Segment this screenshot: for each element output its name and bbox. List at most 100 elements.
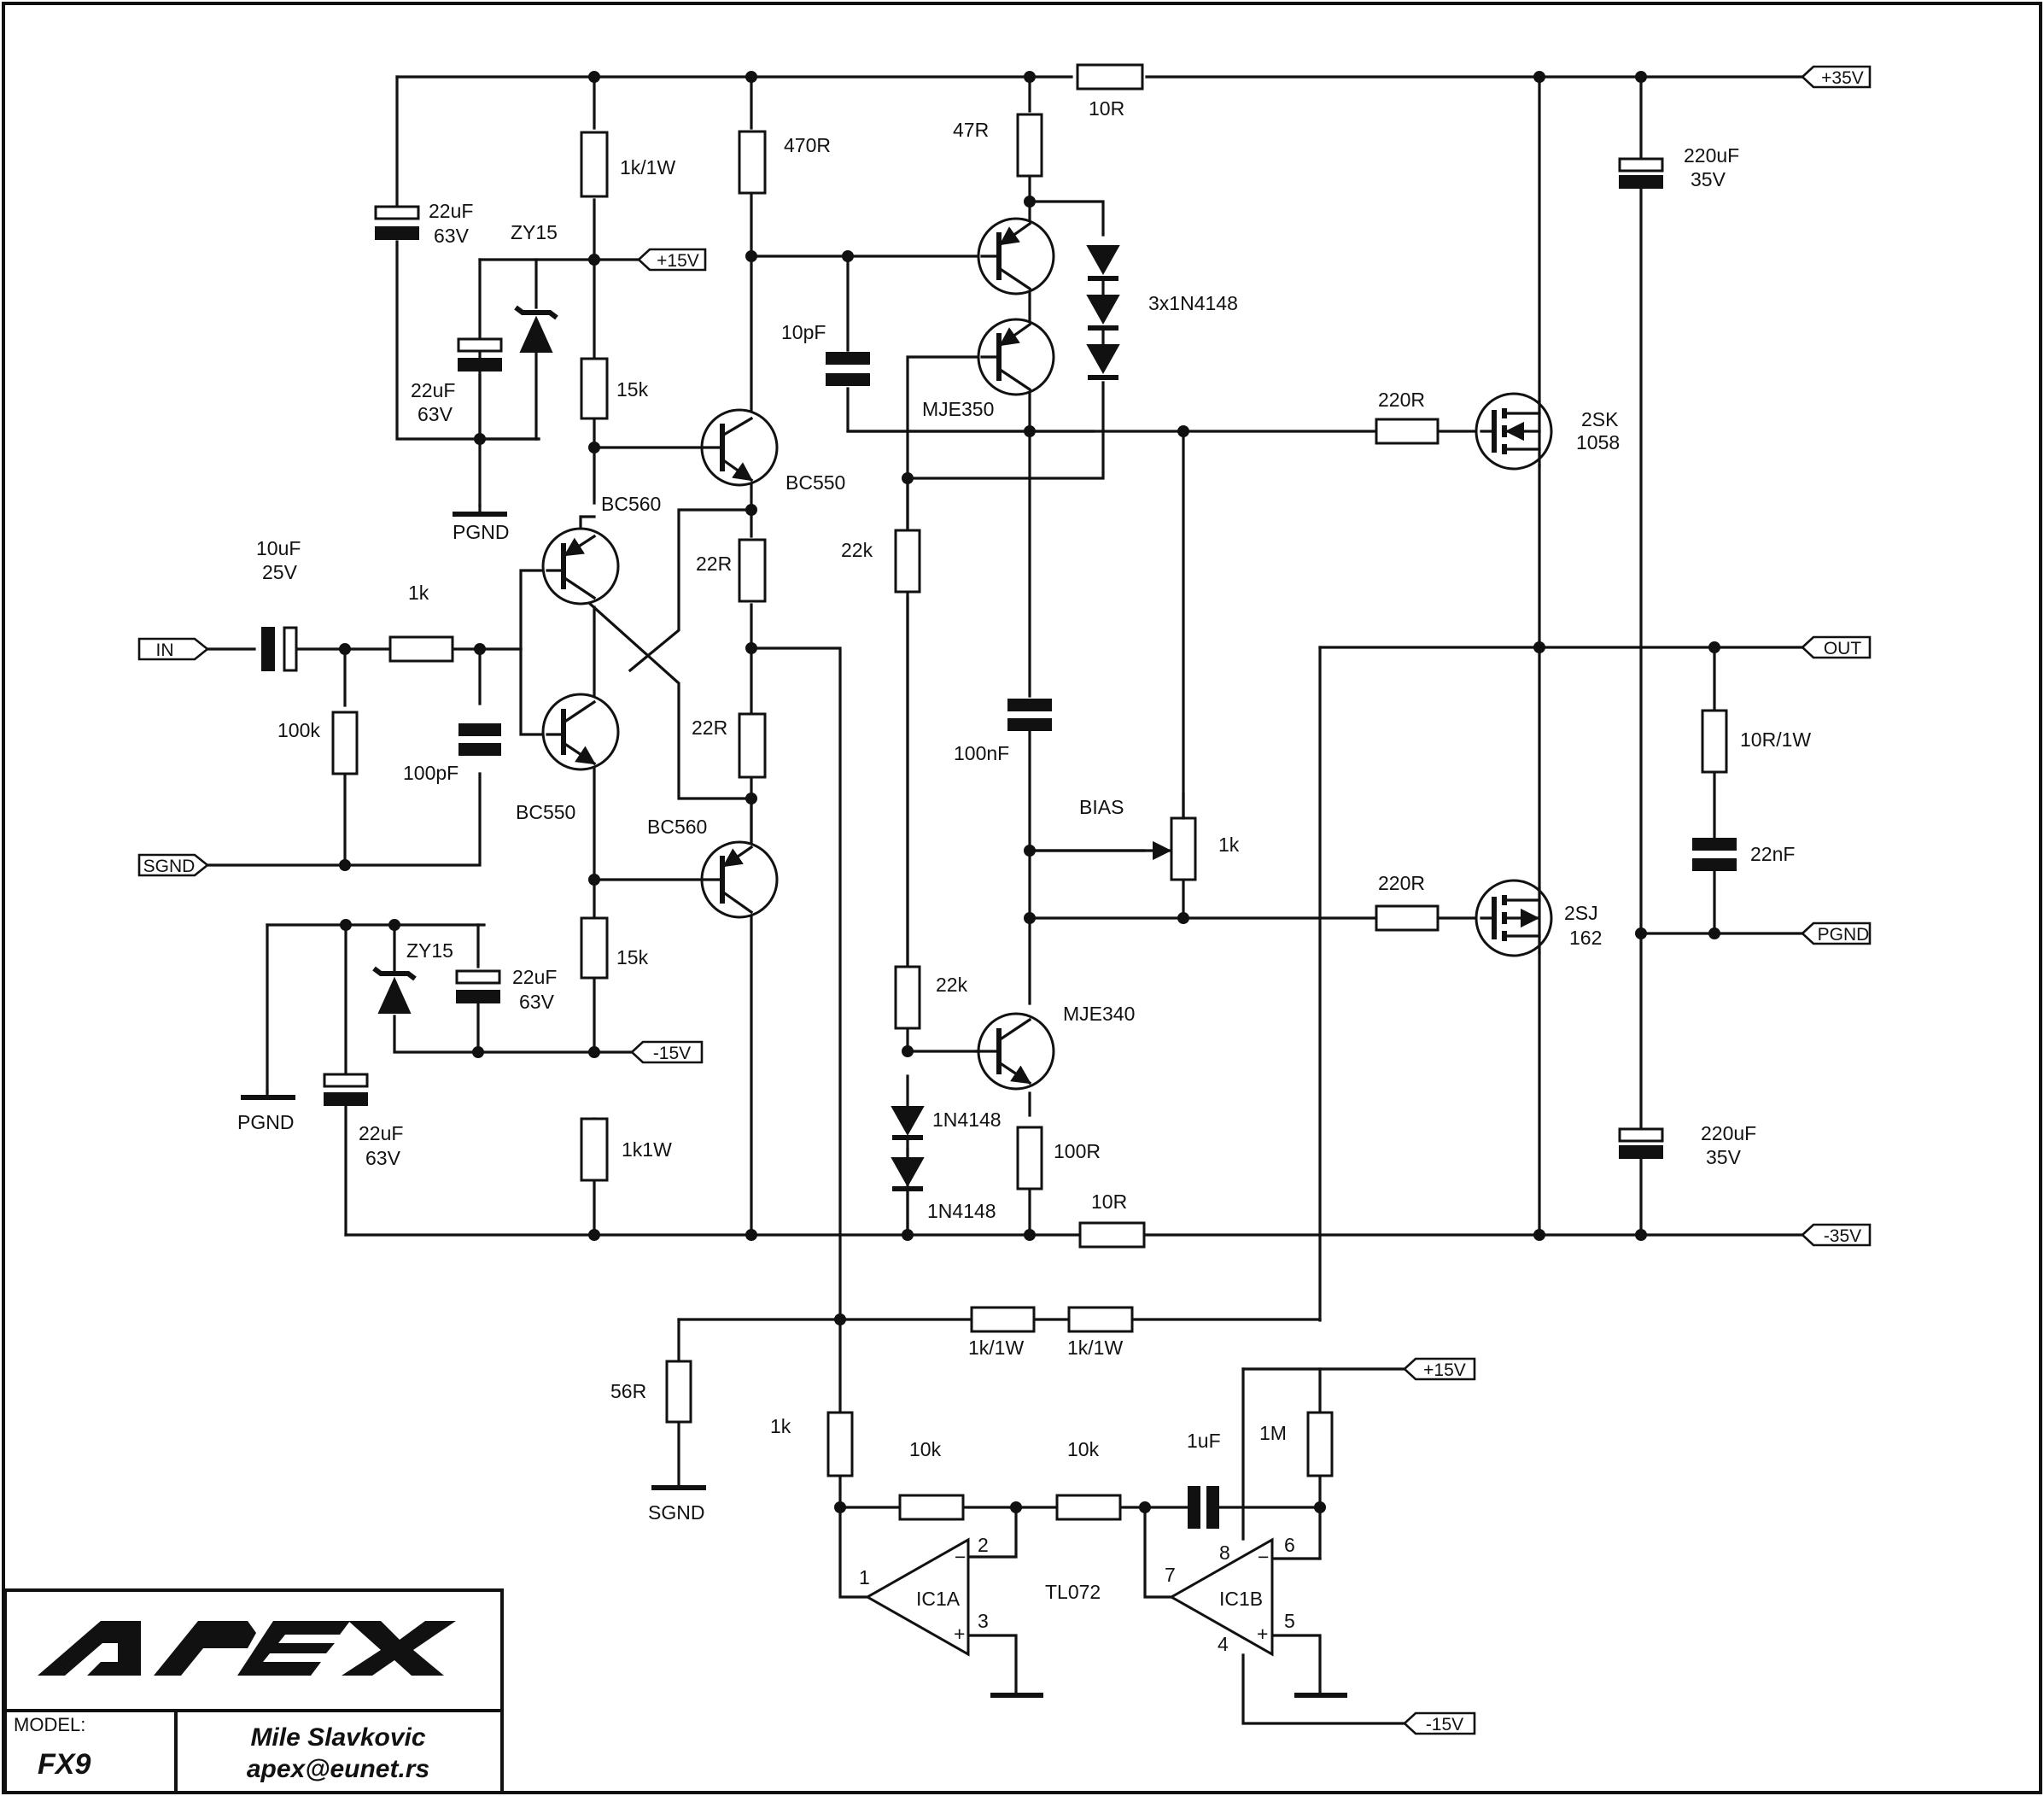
resistor-1k-1w: [580, 131, 609, 198]
label-bc550-q2: BC550: [516, 801, 575, 823]
resistor-1m: [1306, 1411, 1334, 1477]
resistor-15k-top: [580, 357, 609, 420]
pin-ic1b-6: 6: [1284, 1534, 1295, 1556]
pin-ic1b-7: 7: [1165, 1564, 1176, 1586]
label-pgnd-a: PGND: [453, 521, 509, 543]
pin-ic1a-3: 3: [978, 1610, 989, 1632]
capacitor-22uf-c: [455, 969, 501, 1003]
resistor-1k1w-fb-a: [970, 1306, 1036, 1333]
label-ic1a: IC1A: [916, 1588, 961, 1610]
label-c22u-c-v: 63V: [519, 991, 555, 1013]
label-c22n: 22nF: [1750, 843, 1795, 865]
label-cin: 10uF: [256, 537, 301, 559]
svg-text:SGND: SGND: [143, 857, 196, 876]
opamps: [864, 1537, 1274, 1657]
label-r47: 47R: [953, 119, 989, 141]
resistor-470r: [738, 130, 767, 195]
resistor-100r: [1016, 1126, 1043, 1191]
capacitor-22uf-d: [323, 1073, 369, 1106]
label-r1kw-b: 1k/1W: [1067, 1337, 1123, 1359]
diode-1n4148-a: [891, 1106, 925, 1137]
label-c10p: 10pF: [781, 321, 826, 343]
label-d1n-b: 1N4148: [927, 1200, 996, 1222]
label-r10-top: 10R: [1089, 97, 1124, 120]
title-block: MODEL: FX9 Mile Slavkovic apex@eunet.rs: [3, 1588, 504, 1794]
capacitor-10pf: [826, 352, 870, 386]
label-r100: 100R: [1054, 1140, 1101, 1162]
svg-text:PGND: PGND: [1818, 925, 1870, 945]
resistor-10k-a: [898, 1494, 965, 1521]
label-c220-a-v: 35V: [1691, 168, 1726, 190]
model-label: MODEL:: [14, 1714, 85, 1735]
label-c100p: 100pF: [403, 762, 458, 784]
port-neg35: -35V: [1801, 1223, 1872, 1247]
diode-1n4148-b: [891, 1157, 925, 1188]
opamp-ic1b: [1168, 1537, 1274, 1657]
port-pos15-op: +15V: [1403, 1357, 1476, 1381]
svg-text:+15V: +15V: [657, 251, 699, 271]
resistor-1k1w-bot: [580, 1117, 609, 1182]
resistor-100k: [331, 711, 359, 775]
label-c22u-d-v: 63V: [365, 1147, 401, 1169]
transistor-bc560-q3: [541, 527, 620, 605]
label-r1k1w: 1k/1W: [620, 156, 675, 178]
label-r10-bot: 10R: [1091, 1191, 1127, 1213]
capacitor-22nf: [1692, 838, 1737, 871]
label-r22-b: 22R: [692, 717, 727, 739]
label-m-sk-n: 1058: [1576, 431, 1620, 453]
transistor-mje350: [977, 318, 1055, 396]
port-pos15-top: +15V: [637, 248, 707, 272]
port-neg15-op: -15V: [1403, 1711, 1476, 1735]
pin-ic1a-1: 1: [859, 1566, 870, 1588]
resistor-10k-b: [1055, 1494, 1122, 1521]
transistor-bc550-q2: [541, 693, 620, 771]
label-d3x: 3x1N4148: [1148, 292, 1238, 314]
label-c1u: 1uF: [1187, 1430, 1221, 1452]
capacitor-220uf-b: [1618, 1127, 1664, 1159]
resistor-220r-bot: [1375, 904, 1440, 932]
label-zy15-b: ZY15: [406, 939, 453, 962]
model-value: FX9: [38, 1748, 91, 1781]
label-c22u-c: 22uF: [512, 966, 557, 988]
label-c220-b-v: 35V: [1706, 1146, 1742, 1168]
resistor-22k-b: [894, 965, 921, 1030]
label-c220-b: 220uF: [1701, 1122, 1756, 1144]
author-name: Mile Slavkovic: [250, 1723, 425, 1752]
diode-1: [1086, 245, 1120, 276]
capacitor-220uf-a: [1618, 157, 1664, 189]
ic1b-plus: +: [1257, 1623, 1268, 1645]
label-r15k-b: 15k: [616, 946, 649, 968]
label-bc550-q4: BC550: [785, 471, 845, 494]
label-mje350: MJE350: [922, 398, 994, 420]
label-bc560-q3: BC560: [601, 493, 661, 515]
diode-2: [1086, 295, 1120, 325]
label-r22-a: 22R: [696, 553, 732, 575]
ic1a-plus: +: [954, 1623, 965, 1645]
label-rin: 1k: [408, 582, 429, 604]
port-out: OUT: [1801, 635, 1872, 659]
ports: IN SGND +35V OUT PGND -35V +15V -15V: [137, 65, 1872, 1735]
capacitor-22uf-b: [457, 337, 503, 371]
capacitors: [261, 157, 1737, 1529]
mosfet-2sk1058: [1475, 392, 1553, 471]
label-r220-b: 220R: [1378, 872, 1425, 894]
capacitor-100pf: [458, 723, 501, 756]
resistors: [331, 63, 1728, 1521]
label-m-sk: 2SK: [1581, 408, 1619, 430]
capacitor-22uf-a: [374, 205, 420, 240]
resistor-22r-a: [738, 538, 767, 603]
label-bias: BIAS: [1079, 796, 1124, 818]
transistors: [541, 217, 1553, 1091]
port-pgnd: PGND: [1801, 921, 1872, 945]
diodes: [372, 245, 1120, 1237]
label-r10k-b: 10k: [1067, 1438, 1100, 1460]
label-c22u-b-v: 63V: [418, 403, 453, 425]
label-tl072: TL072: [1045, 1581, 1101, 1603]
transistor-bc560-q7: [977, 217, 1055, 295]
resistor-10r-bot: [1078, 1221, 1146, 1249]
svg-text:OUT: OUT: [1824, 639, 1862, 658]
transistor-bc550-q4: [700, 408, 779, 487]
label-m-sj-n: 162: [1569, 927, 1602, 949]
